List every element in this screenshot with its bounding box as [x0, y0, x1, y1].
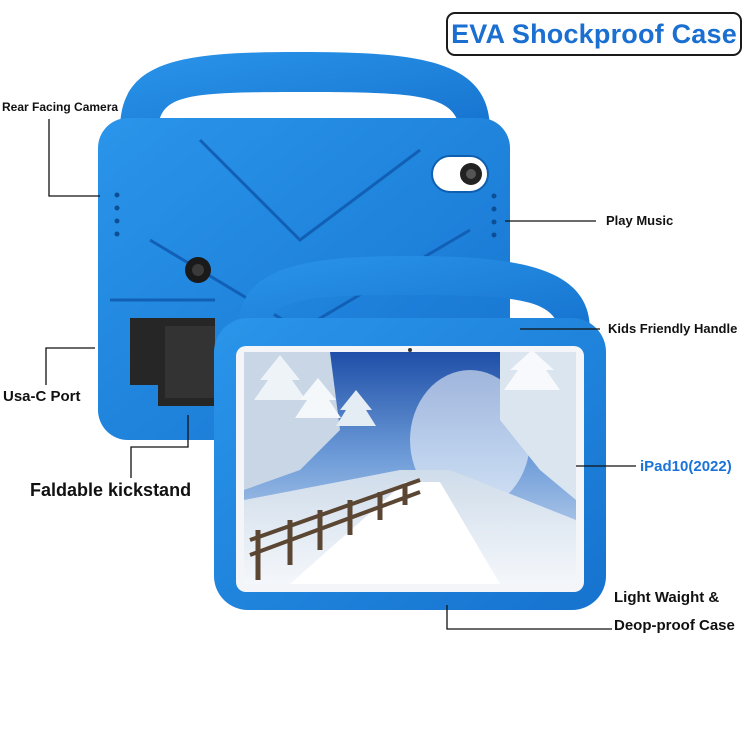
callout-lines — [45, 119, 636, 630]
screen-wallpaper — [244, 350, 576, 584]
label-kickstand: Faldable kickstand — [30, 480, 192, 500]
label-usb-port: Usa-C Port — [3, 388, 81, 405]
label-drop-proof: Deop-proof Case — [614, 617, 735, 634]
label-rear-camera: Rear Facing Camera — [2, 100, 119, 114]
label-play-music: Play Music — [606, 213, 674, 228]
speaker-holes — [114, 192, 497, 238]
front-case — [214, 256, 606, 610]
rear-camera-icon — [431, 155, 489, 193]
label-model: iPad10(2022) — [640, 458, 732, 475]
label-kids-handle: Kids Friendly Handle — [608, 321, 738, 336]
title-box: EVA Shockproof Case — [446, 12, 742, 56]
label-light-weight: Light Waight & — [614, 589, 720, 606]
